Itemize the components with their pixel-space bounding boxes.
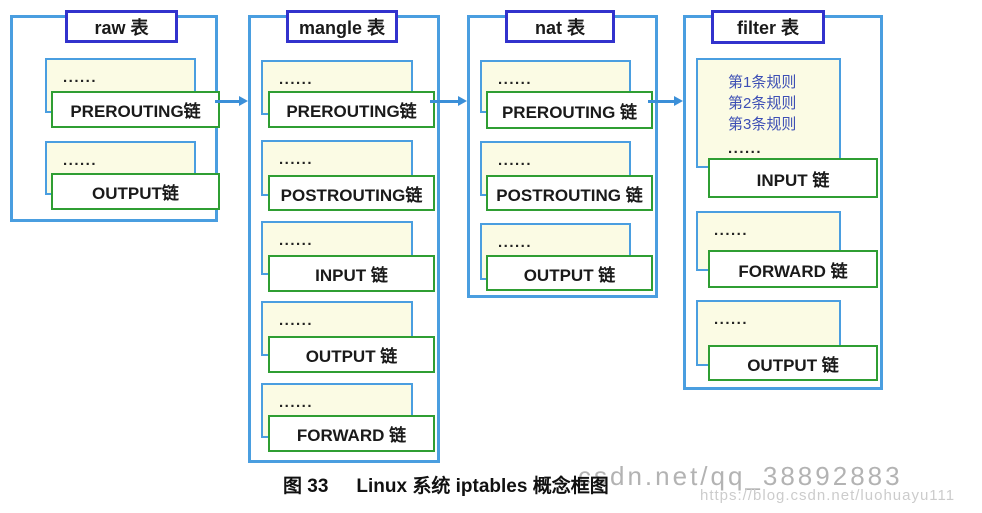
chain-label: FORWARD 链 [296,426,407,445]
ellipsis-dots: ...... [714,311,749,328]
arrow-head-icon [458,96,467,106]
mangle-forward-chain-box: FORWARD 链 [268,415,435,452]
figure-caption: 图 33 Linux 系统 iptables 概念框图 [283,471,609,498]
chain-label: OUTPUT 链 [747,355,839,375]
nat-prerouting-chain-box: PREROUTING 链 [486,91,653,129]
flow-arrow-mangle-to-nat [430,96,467,107]
arrow-shaft [648,100,676,103]
filter-table-container: filter 表 第1条规则 第2条规则 第3条规则 ...... INPUT … [683,10,883,390]
nat-table-title: nat 表 [505,10,615,43]
raw-table-container: raw 表 ...... PREROUTING链 ...... OUTPUT链 [10,10,220,222]
ellipsis-dots: ...... [498,234,533,251]
flow-arrow-raw-to-mangle [215,96,248,107]
ellipsis-dots: ...... [63,152,98,169]
chain-label: INPUT 链 [315,266,388,285]
raw-table-title: raw 表 [65,10,178,43]
rule-line: 第2条规则 [728,95,797,112]
chain-label: OUTPUT 链 [305,347,398,366]
mangle-table-container: mangle 表 ...... PREROUTING链 ...... POSTR… [248,10,440,463]
filter-input-chain-box: INPUT 链 [708,158,878,198]
nat-table-container: nat 表 ...... PREROUTING 链 ...... POSTROU… [467,10,658,298]
mangle-output-chain-box: OUTPUT 链 [268,336,435,373]
chain-label: OUTPUT链 [92,184,179,203]
filter-forward-chain-box: FORWARD 链 [708,250,878,288]
chain-label: POSTROUTING链 [280,185,423,205]
watermark-csdn: csdn.net/qq_38892883 [578,461,903,491]
nat-postrouting-chain-box: POSTROUTING 链 [486,175,653,211]
watermark-blog-url: https://blog.csdn.net/luohuayu111 [700,487,956,504]
rule-line: 第1条规则 [728,74,797,91]
ellipsis-dots: ...... [498,71,533,88]
chain-label: PREROUTING链 [70,102,201,121]
ellipsis-dots: ...... [279,232,314,249]
filter-rules-list: 第1条规则 第2条规则 第3条规则 ...... [728,72,839,156]
nat-table-title-label: nat 表 [534,17,585,38]
filter-rules-group: 第1条规则 第2条规则 第3条规则 ...... [696,58,841,168]
ellipsis-dots: ...... [279,312,314,329]
raw-table-title-label: raw 表 [94,17,149,38]
ellipsis-dots: ...... [279,394,314,411]
figure-title: Linux 系统 iptables 概念框图 [356,476,609,497]
ellipsis-dots: ...... [714,222,749,239]
filter-table-title-label: filter 表 [736,18,799,38]
ellipsis-dots: ...... [728,140,763,157]
arrow-shaft [430,100,460,103]
ellipsis-dots: ...... [279,151,314,168]
mangle-prerouting-chain-box: PREROUTING链 [268,91,435,128]
chain-label: PREROUTING 链 [501,102,638,122]
figure-number: 图 33 [283,476,329,497]
flow-arrow-nat-to-filter [648,96,683,107]
raw-output-chain-box: OUTPUT链 [51,173,220,210]
ellipsis-dots: ...... [498,152,533,169]
filter-output-chain-box: OUTPUT 链 [708,345,878,381]
arrow-shaft [215,100,241,103]
chain-label: PREROUTING链 [286,102,417,121]
mangle-table-title: mangle 表 [286,10,398,43]
arrow-head-icon [674,96,683,106]
filter-table-title: filter 表 [711,10,825,44]
chain-label: FORWARD 链 [738,261,848,281]
chain-label: OUTPUT 链 [523,265,616,285]
ellipsis-dots: ...... [63,69,98,86]
raw-prerouting-chain-box: PREROUTING链 [51,91,220,128]
mangle-table-title-label: mangle 表 [298,17,386,38]
chain-label: INPUT 链 [756,170,830,190]
mangle-postrouting-chain-box: POSTROUTING链 [268,175,435,211]
rule-line: 第3条规则 [728,116,797,133]
arrow-head-icon [239,96,248,106]
nat-output-chain-box: OUTPUT 链 [486,255,653,291]
mangle-input-chain-box: INPUT 链 [268,255,435,292]
ellipsis-dots: ...... [279,71,314,88]
chain-label: POSTROUTING 链 [496,185,643,205]
